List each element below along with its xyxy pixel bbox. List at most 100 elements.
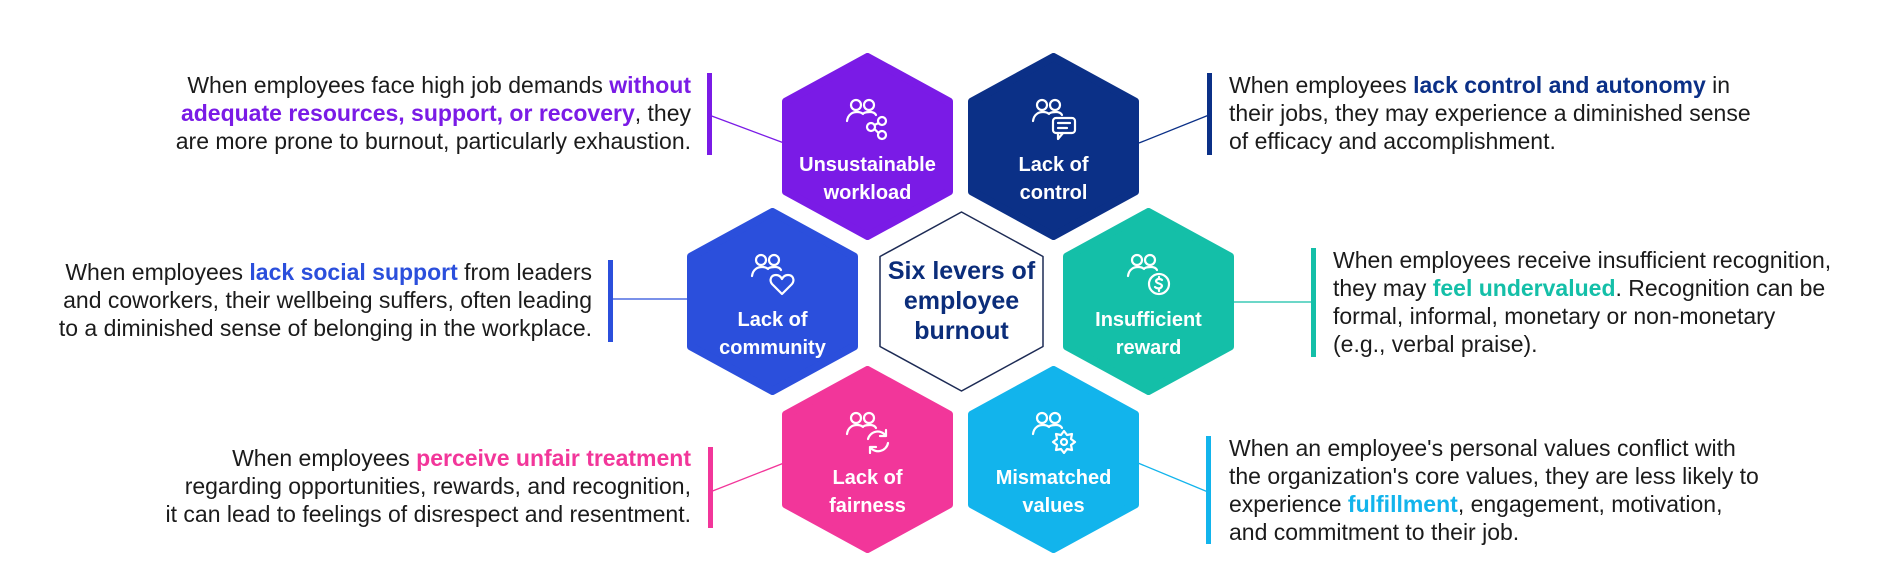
label-line: community (719, 337, 826, 359)
hexagon-fairness: Lack of fairness (782, 366, 953, 553)
hexagon-control: Lack of control (968, 53, 1139, 240)
hexagon-shape (879, 211, 1044, 392)
description-line: and coworkers, their wellbeing suffers, … (59, 286, 592, 314)
description-line: (e.g., verbal praise). (1333, 330, 1831, 358)
accent-bar-fairness (708, 447, 713, 528)
description-line: When employees lack social support from … (59, 258, 592, 286)
label-line: values (1022, 495, 1085, 517)
description-line: When employees perceive unfair treatment (166, 444, 691, 472)
hexagon-values: Mismatched values (968, 366, 1139, 553)
label-line: Lack of (737, 309, 808, 331)
description-text: (e.g., verbal praise). (1333, 331, 1538, 357)
description-text: in (1705, 72, 1731, 98)
hexagon-label: Mismatched values (968, 464, 1139, 520)
description-text: to a diminished sense of belonging in th… (58, 315, 592, 341)
description-line: of efficacy and accomplishment. (1229, 127, 1751, 155)
accent-bar-values (1206, 436, 1211, 544)
description-control: When employees lack control and autonomy… (1229, 71, 1751, 155)
label-line: workload (823, 182, 912, 204)
description-text: When employees (65, 259, 250, 285)
description-text: When employees receive insufficient reco… (1333, 247, 1832, 273)
accent-bar-workload (707, 73, 712, 155)
hexagon-shape (968, 53, 1139, 240)
emphasis-text: perceive unfair treatment (416, 445, 691, 471)
description-line: the organization's core values, they are… (1229, 462, 1759, 490)
description-text: regarding opportunities, rewards, and re… (184, 473, 691, 499)
description-line: formal, informal, monetary or non-moneta… (1333, 302, 1831, 330)
description-text: , they (634, 100, 691, 126)
people-gear-icon (1031, 411, 1077, 454)
label-line: Lack of (832, 467, 903, 489)
people-refresh-icon (845, 411, 890, 454)
hexagon-shape (1063, 208, 1234, 395)
label-line: fairness (829, 495, 906, 517)
description-text: experience (1229, 491, 1348, 517)
hexagon-label: Insufficient reward (1063, 306, 1234, 362)
hexagon-shape (782, 366, 953, 553)
emphasis-text: adequate resources, support, or recovery (180, 100, 635, 126)
description-line: and commitment to their job. (1229, 518, 1759, 546)
people-heart-icon (750, 253, 795, 296)
description-workload: When employees face high job demands wit… (176, 71, 691, 155)
description-text: and commitment to their job. (1229, 519, 1520, 545)
people-chat-icon (1031, 98, 1077, 141)
hexagon-label: Unsustainable workload (782, 151, 953, 207)
description-line: When employees lack control and autonomy… (1229, 71, 1751, 99)
connector-control (1138, 114, 1210, 144)
hexagon-shape (968, 366, 1139, 553)
hexagon-label: Lack of control (968, 151, 1139, 207)
label-line: Mismatched (995, 467, 1112, 489)
description-fairness: When employees perceive unfair treatment… (166, 444, 691, 528)
people-network-icon (845, 98, 888, 141)
hexagon-community: Lack of community (687, 208, 858, 395)
description-text: the organization's core values, they are… (1229, 463, 1759, 489)
connector-fairness (709, 462, 785, 493)
emphasis-text: lack social support (249, 259, 458, 285)
description-values: When an employee's personal values confl… (1229, 434, 1759, 546)
emphasis-text: feel undervalued (1432, 275, 1616, 301)
description-line: When an employee's personal values confl… (1229, 434, 1759, 462)
label-line: Unsustainable (799, 154, 936, 176)
description-line: to a diminished sense of belonging in th… (59, 314, 592, 342)
label-line: Insufficient (1095, 309, 1202, 331)
accent-bar-control (1207, 73, 1212, 155)
accent-bar-community (608, 260, 613, 342)
description-text: are more prone to burnout, particularly … (175, 128, 691, 154)
hexagon-shape (687, 208, 858, 395)
description-text: from leaders (457, 259, 592, 285)
label-line: control (1019, 182, 1088, 204)
description-line: When employees receive insufficient reco… (1333, 246, 1831, 274)
description-text: formal, informal, monetary or non-moneta… (1333, 303, 1776, 329)
hexagon-label: Lack of community (687, 306, 858, 362)
label-line: burnout (914, 317, 1009, 345)
emphasis-text: lack control and autonomy (1413, 72, 1706, 98)
description-text: When employees (232, 445, 417, 471)
people-dollar-icon (1126, 253, 1171, 296)
connector-workload (708, 114, 785, 144)
description-text: When employees (1229, 72, 1414, 98)
accent-bar-reward (1311, 248, 1316, 357)
label-line: employee (903, 287, 1020, 315)
label-line: reward (1115, 337, 1182, 359)
description-line: experience fulfillment, engagement, moti… (1229, 490, 1759, 518)
description-text: their jobs, they may experience a dimini… (1229, 100, 1751, 126)
description-text: , engagement, motivation, (1457, 491, 1723, 517)
emphasis-text: without (609, 72, 691, 98)
connector-values (1137, 462, 1209, 493)
description-community: When employees lack social support from … (59, 258, 592, 342)
description-text: of efficacy and accomplishment. (1229, 128, 1556, 154)
description-text: . Recognition can be (1615, 275, 1826, 301)
label-line: Lack of (1018, 154, 1089, 176)
description-line: they may feel undervalued. Recognition c… (1333, 274, 1831, 302)
description-text: When an employee's personal values confl… (1229, 435, 1736, 461)
description-text: and coworkers, their wellbeing suffers, … (63, 287, 592, 313)
description-text: they may (1333, 275, 1433, 301)
label-line: Six levers of (887, 257, 1036, 285)
description-text: it can lead to feelings of disrespect an… (165, 501, 691, 527)
description-line: it can lead to feelings of disrespect an… (166, 500, 691, 528)
description-text: When employees face high job demands (187, 72, 610, 98)
description-line: their jobs, they may experience a dimini… (1229, 99, 1751, 127)
